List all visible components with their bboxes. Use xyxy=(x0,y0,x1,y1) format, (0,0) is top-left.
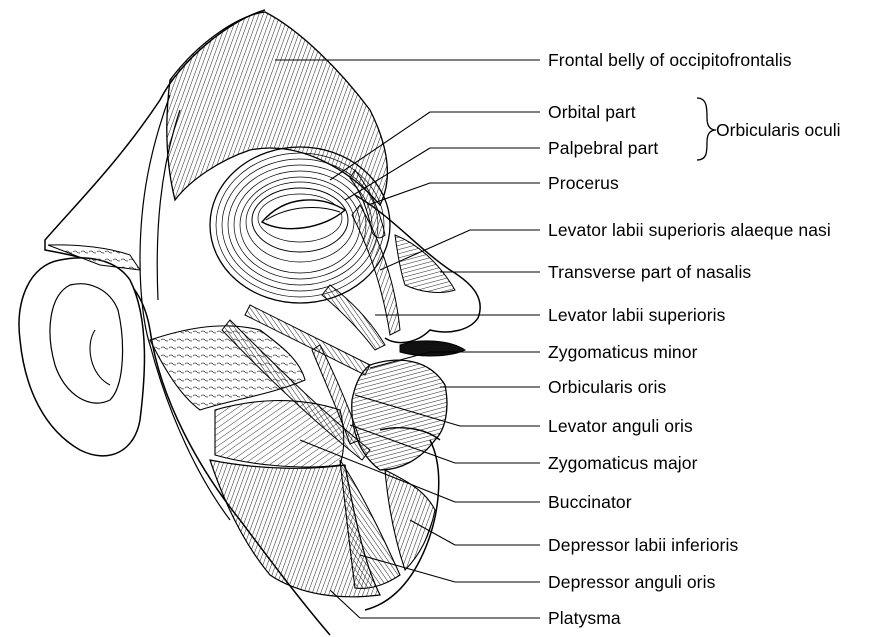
orbicularis-oris-muscle xyxy=(352,360,447,470)
label-depressor-labii-inf: Depressor labii inferioris xyxy=(548,535,738,555)
label-zygomaticus-minor: Zygomaticus minor xyxy=(548,342,698,362)
label-platysma: Platysma xyxy=(548,608,621,628)
nasalis-muscle xyxy=(395,235,455,292)
label-orbicularis-oculi: Orbicularis oculi xyxy=(716,120,840,140)
orbicularis-oculi-brace xyxy=(697,98,716,160)
buccinator-muscle xyxy=(215,401,344,467)
parotid-area xyxy=(150,326,305,410)
label-orbicularis-oris: Orbicularis oris xyxy=(548,377,666,397)
label-levator-labii-sup-alaeque: Levator labii superioris alaeque nasi xyxy=(548,220,831,240)
levator-labii-sup-muscle xyxy=(322,285,385,350)
label-orbital-part: Orbital part xyxy=(548,102,636,122)
label-levator-anguli-oris: Levator anguli oris xyxy=(548,416,693,436)
label-frontal-belly: Frontal belly of occipitofrontalis xyxy=(548,50,792,70)
label-buccinator: Buccinator xyxy=(548,492,632,512)
label-levator-labii-sup: Levator labii superioris xyxy=(548,305,726,325)
label-transverse-nasalis: Transverse part of nasalis xyxy=(548,262,751,282)
platysma-muscle xyxy=(210,460,380,597)
ear xyxy=(19,258,144,456)
label-depressor-anguli-oris: Depressor anguli oris xyxy=(548,572,715,592)
label-procerus: Procerus xyxy=(548,173,619,193)
label-zygomaticus-major: Zygomaticus major xyxy=(548,453,698,473)
label-palpebral-part: Palpebral part xyxy=(548,138,658,158)
